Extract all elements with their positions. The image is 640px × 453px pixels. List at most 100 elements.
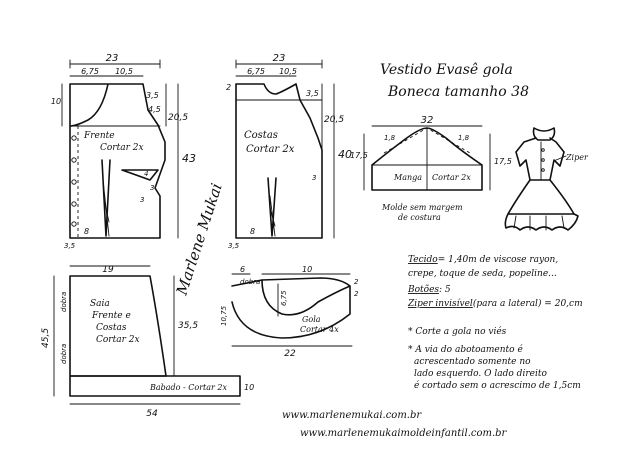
dress-illustration: Ziper xyxy=(504,127,589,231)
front-side-dart xyxy=(121,169,159,181)
notes-block: Tecido= 1,40m de viscose rayon, crepe, t… xyxy=(407,255,583,391)
button-mark xyxy=(71,135,77,141)
website-url-1: www.marlenemukai.com.br xyxy=(282,410,422,421)
note-3: acrescentado somente no xyxy=(414,357,531,367)
note-2: * A via do abotoamento é xyxy=(408,344,523,355)
ziper-label: Ziper invisível xyxy=(407,298,473,309)
front-w-neck: 6,75 xyxy=(81,67,99,76)
collar-label: Gola xyxy=(302,315,321,324)
tecido-text: = 1,40m de viscose rayon, xyxy=(438,255,559,265)
collar-cut-label: Cortar 4x xyxy=(300,325,339,334)
note-botoes: Botões: 5 xyxy=(407,284,451,295)
skirt-label-2: Frente e xyxy=(91,311,131,321)
collar-m-675: 6,75 xyxy=(280,290,288,306)
skirt-fold-left: dobra xyxy=(60,292,68,312)
skirt-fold-left-2: dobra xyxy=(60,344,68,364)
collar-w-right: 10 xyxy=(302,265,312,274)
collar-outline xyxy=(231,277,351,339)
sleeve-label: Manga xyxy=(393,173,422,182)
front-m-35b: 3,5 xyxy=(64,242,76,250)
front-dart-hatch xyxy=(102,179,110,237)
back-m-35: 3,5 xyxy=(306,89,319,98)
back-w-total: 23 xyxy=(273,53,286,64)
sleeve-cut-label: Cortar 2x xyxy=(432,173,471,182)
ziper-text: (para a lateral) = 20,cm xyxy=(473,298,583,309)
note-tecido-2: crepe, toque de seda, popeline... xyxy=(408,269,557,279)
skirt-piece: 19 dobra dobra 45,5 35,5 Saia Frente e C… xyxy=(41,265,254,419)
skirt-w-top: 19 xyxy=(102,265,114,275)
skirt-label-1: Saia xyxy=(90,299,110,309)
sleeve-guide xyxy=(383,127,471,154)
collar-m-1075: 10,75 xyxy=(220,305,228,326)
sleeve-note-line2: de costura xyxy=(398,213,441,222)
signature: Marlene Mukai xyxy=(172,181,225,298)
collar-m-2b: 2 xyxy=(354,290,359,298)
zipper-label: Ziper xyxy=(565,153,589,162)
front-label: Frente xyxy=(83,131,115,141)
front-m-45: 4,5 xyxy=(148,105,161,114)
title-line2: Boneca tamanho 38 xyxy=(387,84,529,100)
note-1: * Corte a gola no viés xyxy=(408,326,507,337)
back-w-shoulder: 10,5 xyxy=(279,67,297,76)
sleeve-piece: 32 1,8 1,8 17,5 17,5 Manga Cortar 2x Mol… xyxy=(350,115,512,222)
front-m-8: 8 xyxy=(84,227,89,236)
sleeve-h-left: 17,5 xyxy=(350,151,368,160)
button-mark xyxy=(71,179,77,185)
note-5: é cortado sem o acrescimo de 1,5cm xyxy=(414,380,581,391)
back-cut-label: Cortar 2x xyxy=(246,144,295,155)
front-m-10: 10 xyxy=(51,97,61,106)
dress-skirt xyxy=(507,179,575,215)
ruffle-label: Babado - Cortar 2x xyxy=(149,383,227,392)
back-bodice-piece: 23 6,75 10,5 2 3,5 20,5 40 3 8 3,5 Costa… xyxy=(226,53,352,250)
button-mark xyxy=(71,201,77,207)
title-block: Vestido Evasê gola Boneca tamanho 38 xyxy=(380,62,529,100)
ruffle-strip xyxy=(69,375,241,397)
botoes-text: : 5 xyxy=(439,285,451,295)
collar-piece: 6 10 dobra 2 2 6,75 10,75 Gola Cortar 4x… xyxy=(220,265,359,359)
collar-m-2a: 2 xyxy=(354,278,359,286)
button-mark xyxy=(71,157,77,163)
front-m-4: 4 xyxy=(144,170,148,178)
back-label: Costas xyxy=(244,130,278,141)
sleeve-h-right: 17,5 xyxy=(494,157,512,166)
front-dart xyxy=(101,159,111,237)
back-m-2: 2 xyxy=(226,83,231,92)
collar-w-left: 6 xyxy=(240,265,245,274)
note-tecido: Tecido= 1,40m de viscose rayon, xyxy=(408,255,558,265)
collar-w-bottom: 22 xyxy=(284,349,296,359)
title-line1: Vestido Evasê gola xyxy=(380,62,513,78)
tecido-label: Tecido xyxy=(408,255,438,265)
ruffle-h: 10 xyxy=(244,383,254,392)
note-4: lado esquerdo. O lado direito xyxy=(414,369,547,379)
front-w-shoulder: 10,5 xyxy=(115,67,133,76)
skirt-h-mid: 35,5 xyxy=(178,321,198,331)
sleeve-note-line1: Molde sem margem xyxy=(381,203,463,212)
front-w-total: 23 xyxy=(106,53,119,64)
front-m-35: 3,5 xyxy=(146,91,159,100)
back-m-8: 8 xyxy=(250,227,255,236)
front-cut-label: Cortar 2x xyxy=(100,143,144,153)
ruffle-w: 54 xyxy=(146,409,158,419)
sleeve-m-18a: 1,8 xyxy=(384,134,396,142)
back-dart xyxy=(267,177,277,237)
skirt-label-4: Cortar 2x xyxy=(96,335,140,345)
back-outline xyxy=(235,83,323,239)
note-ziper: Ziper invisível(para a lateral) = 20,cm xyxy=(407,298,583,309)
back-m-3: 3 xyxy=(312,174,316,182)
back-w-neck: 6,75 xyxy=(247,67,265,76)
front-m-205: 20,5 xyxy=(168,113,188,123)
dress-collar xyxy=(532,127,556,141)
dress-ruffle xyxy=(504,213,579,231)
front-m-3b: 3 xyxy=(140,196,144,204)
skirt-label-3: Costas xyxy=(96,323,127,333)
sleeve-w-total: 32 xyxy=(421,115,434,126)
website-url-2: www.marlenemukaimoldeinfantil.com.br xyxy=(300,428,508,439)
back-m-35b: 3,5 xyxy=(228,242,240,250)
back-m-40: 40 xyxy=(338,148,352,161)
botoes-label: Botões xyxy=(407,284,439,295)
sleeve-m-18b: 1,8 xyxy=(458,134,470,142)
back-m-205: 20,5 xyxy=(324,115,344,125)
back-dart-hatch xyxy=(269,195,276,237)
